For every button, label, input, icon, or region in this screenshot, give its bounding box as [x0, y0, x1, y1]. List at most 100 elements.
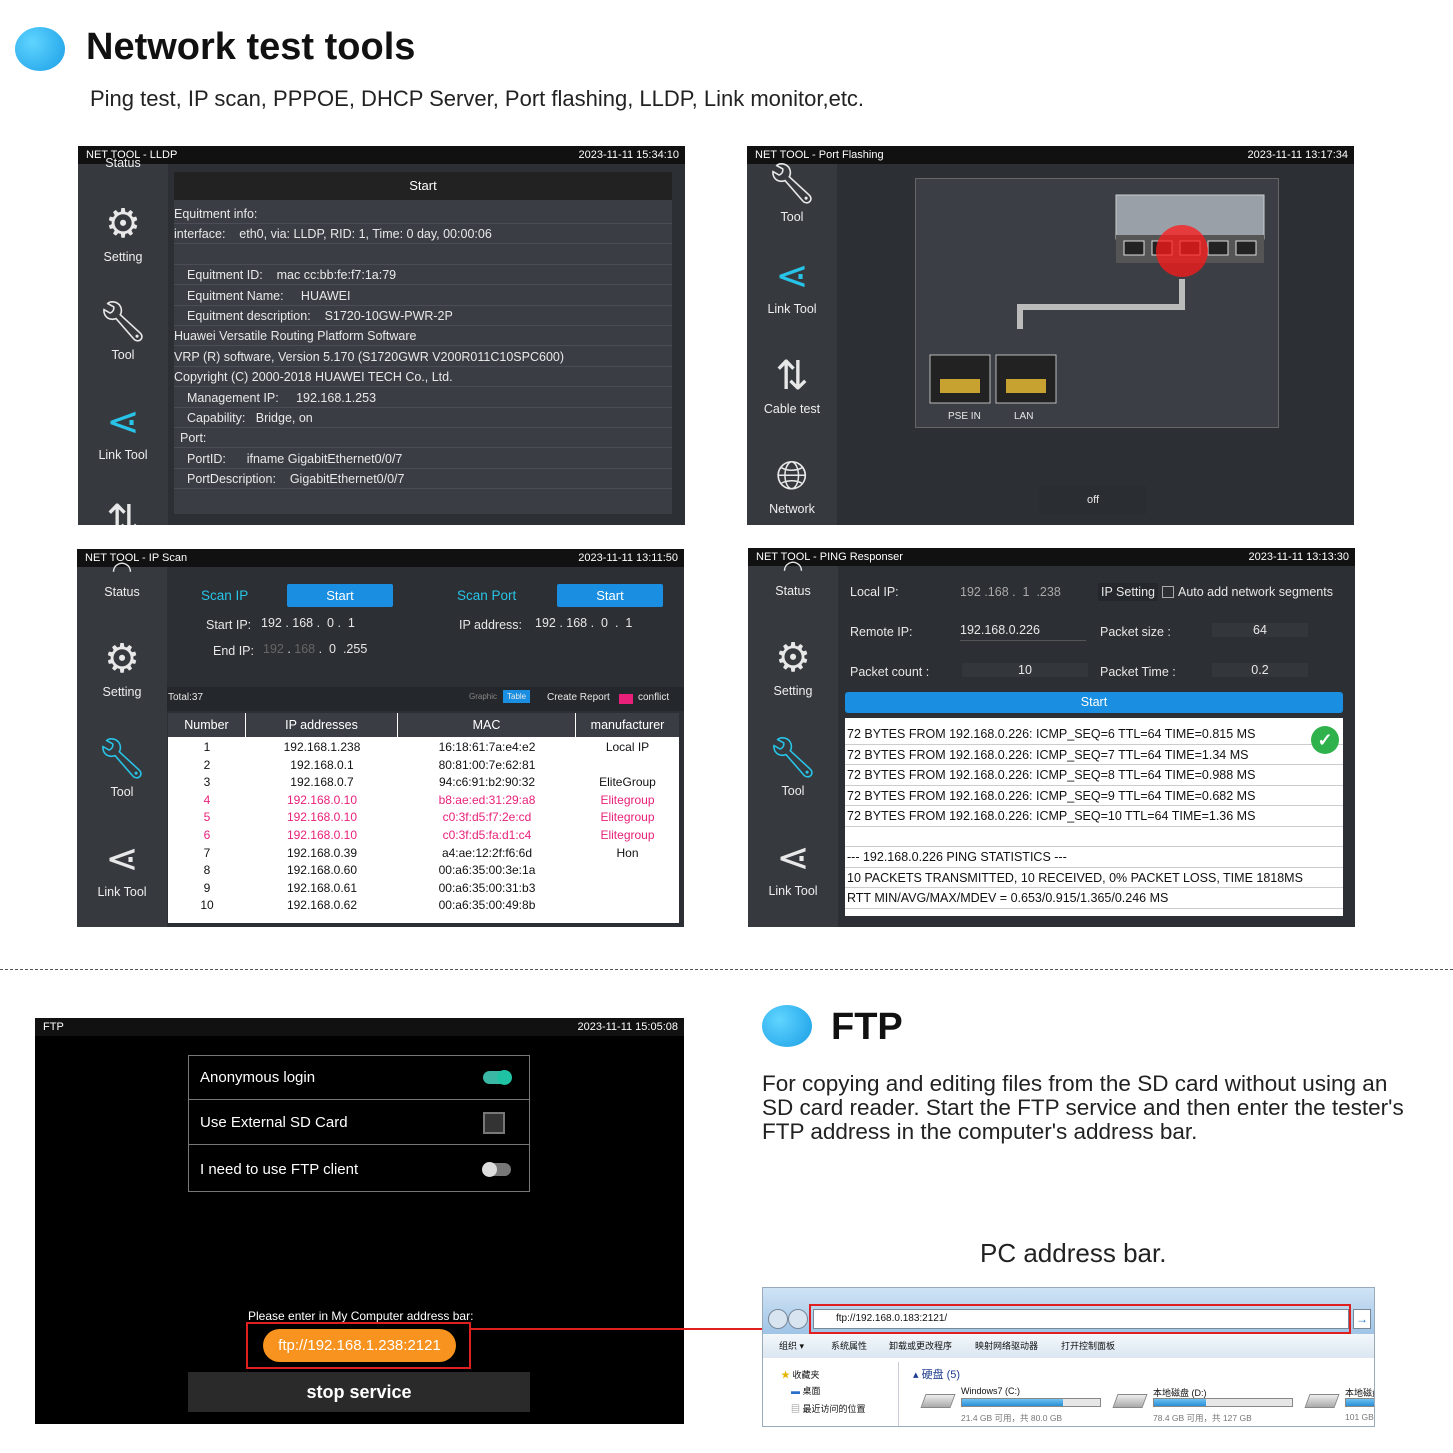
- remote-ip-label: Remote IP:: [850, 625, 913, 639]
- lldp-info-row: Management IP: 192.168.1.253: [174, 388, 672, 408]
- sidebar-item-setting[interactable]: ⚙Setting: [748, 636, 838, 698]
- menu-item[interactable]: 组织 ▾: [779, 1341, 805, 1351]
- ftp-prompt: Please enter in My Computer address bar:: [248, 1309, 474, 1323]
- scan-port-start-button[interactable]: Start: [557, 584, 663, 607]
- auto-add-checkbox[interactable]: [1162, 586, 1174, 598]
- table-header: [168, 713, 679, 737]
- start-button[interactable]: Start: [174, 172, 672, 200]
- sidebar-item-link-tool[interactable]: ⋖Link Tool: [77, 837, 167, 899]
- sidebar-item-status[interactable]: ◠Status: [77, 557, 167, 600]
- lldp-info-row: Equitment ID: mac cc:bb:fe:f7:1a:79: [174, 265, 672, 286]
- menu-item[interactable]: 系统属性: [831, 1341, 868, 1351]
- table-cell: 8: [203, 863, 211, 878]
- sidebar-item-cable-test[interactable]: ⇅Cable test: [747, 354, 837, 416]
- nav-favorites[interactable]: ★ 收藏夹: [781, 1370, 820, 1380]
- nav-desktop[interactable]: ▬ 桌面: [791, 1386, 821, 1396]
- remote-ip-input[interactable]: 192.168.0.226: [960, 623, 1086, 641]
- table-tab[interactable]: Table: [503, 690, 531, 703]
- end-ip-input[interactable]: 192 . 168 . 0 .255: [263, 642, 368, 656]
- globe-icon: ◠: [111, 557, 133, 584]
- disk-item[interactable]: 本地磁盘101 GB: [1304, 1382, 1374, 1426]
- disk-info: 21.4 GB 可用，共 80.0 GB: [961, 1413, 1063, 1423]
- table-cell: 94:c6:91:b2:90:32: [438, 775, 536, 790]
- forward-button[interactable]: [788, 1309, 808, 1329]
- anonymous-login-label: Anonymous login: [200, 1069, 316, 1086]
- screen-title: NET TOOL - LLDP: [86, 149, 178, 161]
- sidebar-item-tool[interactable]: 🔧︎Tool: [78, 300, 168, 362]
- sidebar-item-status[interactable]: ◠Status: [748, 558, 838, 599]
- disk-item[interactable]: 本地磁盘 (D:)78.4 GB 可用，共 127 GB: [1112, 1382, 1305, 1426]
- start-ip-input[interactable]: 192 . 168 . 0 . 1: [261, 616, 355, 630]
- sidebar-item-tool[interactable]: 🔧︎Tool: [747, 162, 837, 224]
- local-ip-input[interactable]: 192 .168 . 1 .238: [960, 585, 1061, 599]
- sidebar-item-tool[interactable]: 🔧︎Tool: [748, 736, 838, 798]
- sidebar-item-more[interactable]: ⇅: [78, 498, 168, 525]
- success-check-icon: ✓: [1311, 726, 1339, 754]
- address-bar[interactable]: ftp://192.168.0.183:2121/: [813, 1309, 1349, 1329]
- col-ip: IP addresses: [246, 713, 398, 737]
- sidebar-item-link-tool[interactable]: ⋖Link Tool: [78, 400, 168, 462]
- flash-toggle-button[interactable]: off: [1039, 486, 1147, 514]
- anonymous-login-row: Anonymous login: [189, 1056, 529, 1100]
- lldp-info-row: VRP (R) software, Version 5.170 (S1720GW…: [174, 347, 672, 367]
- packet-time-input[interactable]: 0.2: [1212, 663, 1308, 677]
- explorer-menu: 组织 ▾ 系统属性 卸载或更改程序 映射网络驱动器 打开控制面板: [763, 1334, 1374, 1358]
- menu-item[interactable]: 打开控制面板: [1061, 1341, 1116, 1351]
- port-ip-input[interactable]: 192 . 168 . 0 . 1: [535, 616, 633, 630]
- table-cell: 5: [203, 810, 211, 825]
- sidebar: 🔧︎Tool ⋖Link Tool ⇅Cable test 🌐︎Network: [747, 162, 837, 525]
- ip-setting-button[interactable]: IP Setting: [1098, 583, 1158, 601]
- lldp-info-row: Equitment description: S1720-10GW-PWR-2P: [174, 306, 672, 326]
- disk-name: 本地磁盘: [1345, 1388, 1374, 1398]
- table-cell: 192.168.0.10: [286, 792, 358, 807]
- table-cell: 192.168.0.10: [286, 810, 358, 825]
- packet-size-input[interactable]: 64: [1212, 623, 1308, 637]
- graphic-tab[interactable]: Graphic: [469, 692, 498, 701]
- create-report-button[interactable]: Create Report: [547, 692, 610, 703]
- table-cell: a4:ae:12:2f:f6:6d: [441, 845, 533, 860]
- disk-item[interactable]: Windows7 (C:)21.4 GB 可用，共 80.0 GB: [920, 1382, 1113, 1426]
- sidebar-item-link-tool[interactable]: ⋖Link Tool: [747, 254, 837, 316]
- share-icon: ⋖: [775, 254, 809, 298]
- lldp-info-row: Equitment info:: [174, 204, 672, 224]
- sidebar: Status ⚙Setting 🔧︎Tool ⋖Link Tool ⇅: [78, 156, 168, 525]
- table-cell: 9: [203, 880, 211, 895]
- screen-title: FTP: [43, 1021, 64, 1033]
- ping-start-button[interactable]: Start: [845, 692, 1343, 713]
- pse-in-label: PSE IN: [948, 411, 981, 422]
- go-arrow-icon[interactable]: →: [1353, 1309, 1371, 1329]
- anonymous-login-toggle[interactable]: [483, 1070, 512, 1085]
- lldp-info-row: Copyright (C) 2000-2018 HUAWEI TECH Co.,…: [174, 367, 672, 388]
- lan-label: LAN: [1014, 411, 1034, 422]
- scan-ip-start-button[interactable]: Start: [287, 584, 393, 607]
- packet-count-input[interactable]: 10: [962, 663, 1088, 677]
- menu-item[interactable]: 映射网络驱动器: [975, 1341, 1039, 1351]
- sidebar-item-tool[interactable]: 🔧︎Tool: [77, 737, 167, 799]
- status-time: 2023-11-11 13:13:30: [1248, 551, 1349, 563]
- recent-icon: ▤: [791, 1404, 803, 1414]
- menu-item[interactable]: 卸载或更改程序: [889, 1341, 953, 1351]
- table-cell: 192.168.0.1: [290, 757, 354, 772]
- stop-service-button[interactable]: stop service: [188, 1372, 530, 1412]
- ftp-client-toggle[interactable]: [482, 1162, 511, 1177]
- external-sd-checkbox[interactable]: [483, 1112, 505, 1134]
- table-cell: Elitegroup: [600, 828, 655, 842]
- gear-icon: ⚙: [105, 202, 141, 246]
- disk-usage-bar: [1153, 1398, 1293, 1407]
- back-button[interactable]: [768, 1309, 788, 1329]
- sidebar-item-network[interactable]: 🌐︎Network: [747, 454, 837, 516]
- sidebar-item-setting[interactable]: ⚙Setting: [78, 202, 168, 264]
- sidebar-item-link-tool[interactable]: ⋖Link Tool: [748, 836, 838, 898]
- sidebar-item-status[interactable]: Status: [105, 156, 141, 170]
- port-diagram: PSE IN LAN: [915, 178, 1279, 428]
- sidebar-item-setting[interactable]: ⚙Setting: [77, 637, 167, 699]
- ftp-address-button[interactable]: ftp://192.168.1.238:2121: [263, 1329, 456, 1362]
- start-ip-label: Start IP:: [206, 618, 252, 632]
- nav-recent[interactable]: ▤ 最近访问的位置: [791, 1404, 866, 1414]
